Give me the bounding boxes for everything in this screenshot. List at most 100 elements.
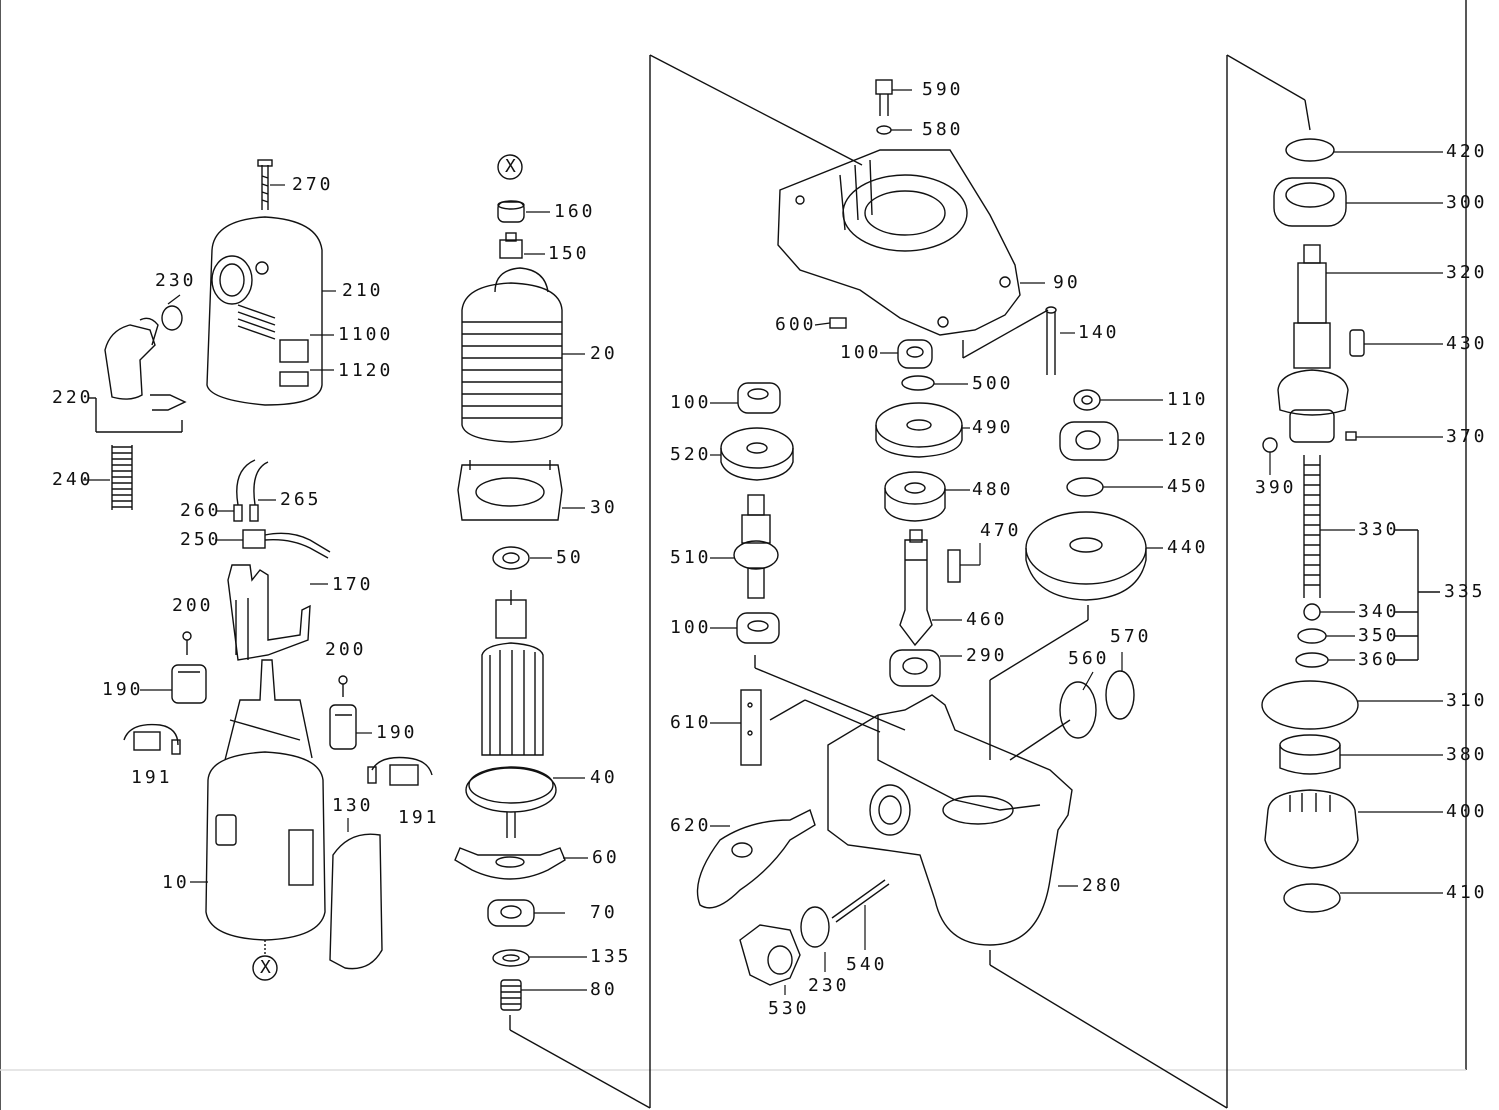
label-380: 380 [1446, 744, 1488, 765]
screw-270 [257, 159, 273, 210]
washer-560 [1059, 681, 1097, 739]
label-620: 620 [670, 815, 712, 836]
label-250: 250 [180, 529, 222, 550]
label-600: 600 [775, 314, 817, 335]
leader-lines [83, 89, 1443, 995]
label-510: 510 [670, 547, 712, 568]
marker-x-circles [252, 154, 523, 981]
label-330: 330 [1358, 519, 1400, 540]
plate-60 [454, 847, 566, 880]
brush-191a [123, 723, 181, 755]
gear-520 [720, 427, 794, 481]
circlip-450 [1066, 477, 1104, 497]
screw-590 [875, 79, 893, 116]
label-560: 560 [1068, 648, 1110, 669]
bearing-120 [1059, 421, 1119, 461]
label-200-left: 200 [172, 595, 214, 616]
label-191-left: 191 [131, 767, 173, 788]
gear-440 [1025, 511, 1147, 601]
bracket-220-lines [88, 397, 183, 433]
oring-230b [800, 906, 830, 948]
marker-x-bottom: X [260, 957, 271, 978]
brush-holder-190a [171, 664, 207, 704]
label-370: 370 [1446, 426, 1488, 447]
bearing-290 [889, 649, 941, 687]
label-350: 350 [1358, 625, 1400, 646]
cap-160 [497, 200, 525, 223]
label-240: 240 [52, 469, 94, 490]
holder-170 [227, 564, 311, 661]
label-590: 590 [922, 79, 964, 100]
baffle-30 [457, 460, 563, 521]
label-580: 580 [922, 119, 964, 140]
label-100-top: 100 [840, 342, 882, 363]
label-70: 70 [590, 902, 618, 923]
label-450: 450 [1167, 476, 1209, 497]
spring-330 [1303, 455, 1321, 598]
circlip-570 [1105, 670, 1135, 720]
label-390: 390 [1255, 477, 1297, 498]
label-135: 135 [590, 946, 632, 967]
label-340: 340 [1358, 601, 1400, 622]
label-190-right: 190 [376, 722, 418, 743]
label-410: 410 [1446, 882, 1488, 903]
label-335: 335 [1444, 581, 1486, 602]
screw-200b [338, 675, 348, 697]
pin-540 [831, 879, 890, 923]
label-130: 130 [332, 795, 374, 816]
label-20: 20 [590, 343, 618, 364]
washer-350 [1297, 628, 1327, 644]
label-60: 60 [592, 847, 620, 868]
oring-230 [161, 305, 183, 331]
spring-240 [111, 445, 133, 510]
circlip-310 [1261, 680, 1359, 730]
bracket-335 [1395, 529, 1440, 661]
motor-housing-10 [205, 659, 326, 941]
lever-610 [740, 689, 762, 766]
bearing-100c [736, 612, 780, 644]
switch-250 [242, 529, 331, 559]
gear-490 [875, 402, 963, 458]
label-460: 460 [966, 609, 1008, 630]
label-280: 280 [1082, 875, 1124, 896]
label-610: 610 [670, 712, 712, 733]
pin-370 [1345, 431, 1357, 441]
plug-530 [739, 924, 801, 986]
bearing-70 [487, 899, 535, 927]
spindle-320 [1277, 244, 1349, 443]
label-30: 30 [590, 497, 618, 518]
lever-620 [696, 809, 816, 909]
ring-410 [1283, 883, 1341, 913]
label-90: 90 [1053, 272, 1081, 293]
label-265: 265 [280, 489, 322, 510]
label-230-left: 230 [155, 270, 197, 291]
label-190-left: 190 [102, 679, 144, 700]
label-290: 290 [966, 645, 1008, 666]
label-480: 480 [972, 479, 1014, 500]
label-100-left-bottom: 100 [670, 617, 712, 638]
bearing-100b [897, 339, 933, 369]
label-260: 260 [180, 500, 222, 521]
label-320: 320 [1446, 262, 1488, 283]
label-140: 140 [1078, 322, 1120, 343]
bearing-100a [737, 382, 781, 414]
key-470 [947, 549, 961, 583]
wires-260-265 [233, 459, 269, 522]
pin-600 [829, 317, 847, 329]
shaft-460 [899, 529, 933, 647]
fitting-220 [104, 317, 187, 411]
screw-200a [182, 631, 192, 655]
sleeve-400 [1264, 789, 1359, 869]
label-540: 540 [846, 954, 888, 975]
gearbox-housing-280 [827, 694, 1073, 946]
label-220: 220 [52, 387, 94, 408]
label-500: 500 [972, 373, 1014, 394]
label-570: 570 [1110, 626, 1152, 647]
label-160: 160 [554, 201, 596, 222]
gear-480 [884, 471, 946, 522]
label-170: 170 [332, 574, 374, 595]
bearing-50 [492, 546, 530, 570]
cover-210 [206, 216, 323, 406]
